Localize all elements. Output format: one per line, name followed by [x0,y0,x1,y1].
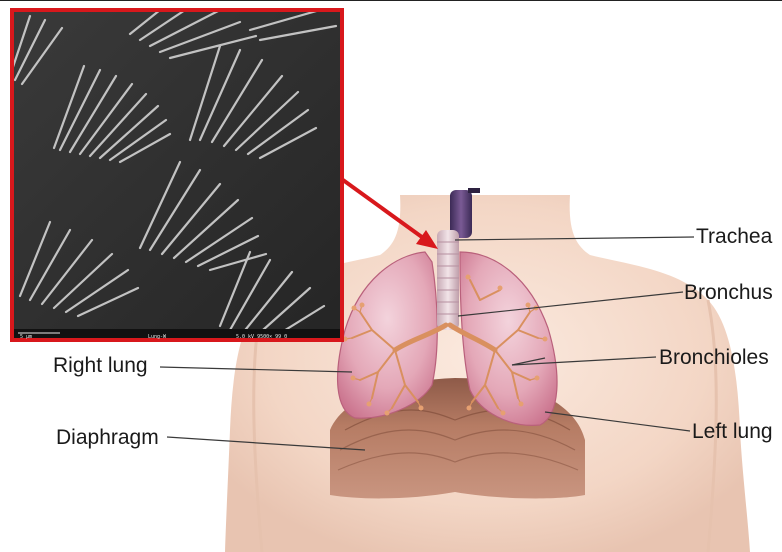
label-bronchus: Bronchus [684,282,773,303]
micrograph-meta: 5.0 kV 9500× 99 0 [236,334,287,340]
label-diaphragm: Diaphragm [56,427,159,448]
label-left-lung: Left lung [692,421,773,442]
micrograph-name: Lung-W [148,334,166,340]
label-bronchioles: Bronchioles [659,347,769,368]
label-trachea: Trachea [696,226,772,247]
trachea [437,230,459,330]
micrograph-inset [10,0,342,342]
micrograph-scale: 5 μm [20,334,32,340]
label-right-lung: Right lung [53,355,148,376]
